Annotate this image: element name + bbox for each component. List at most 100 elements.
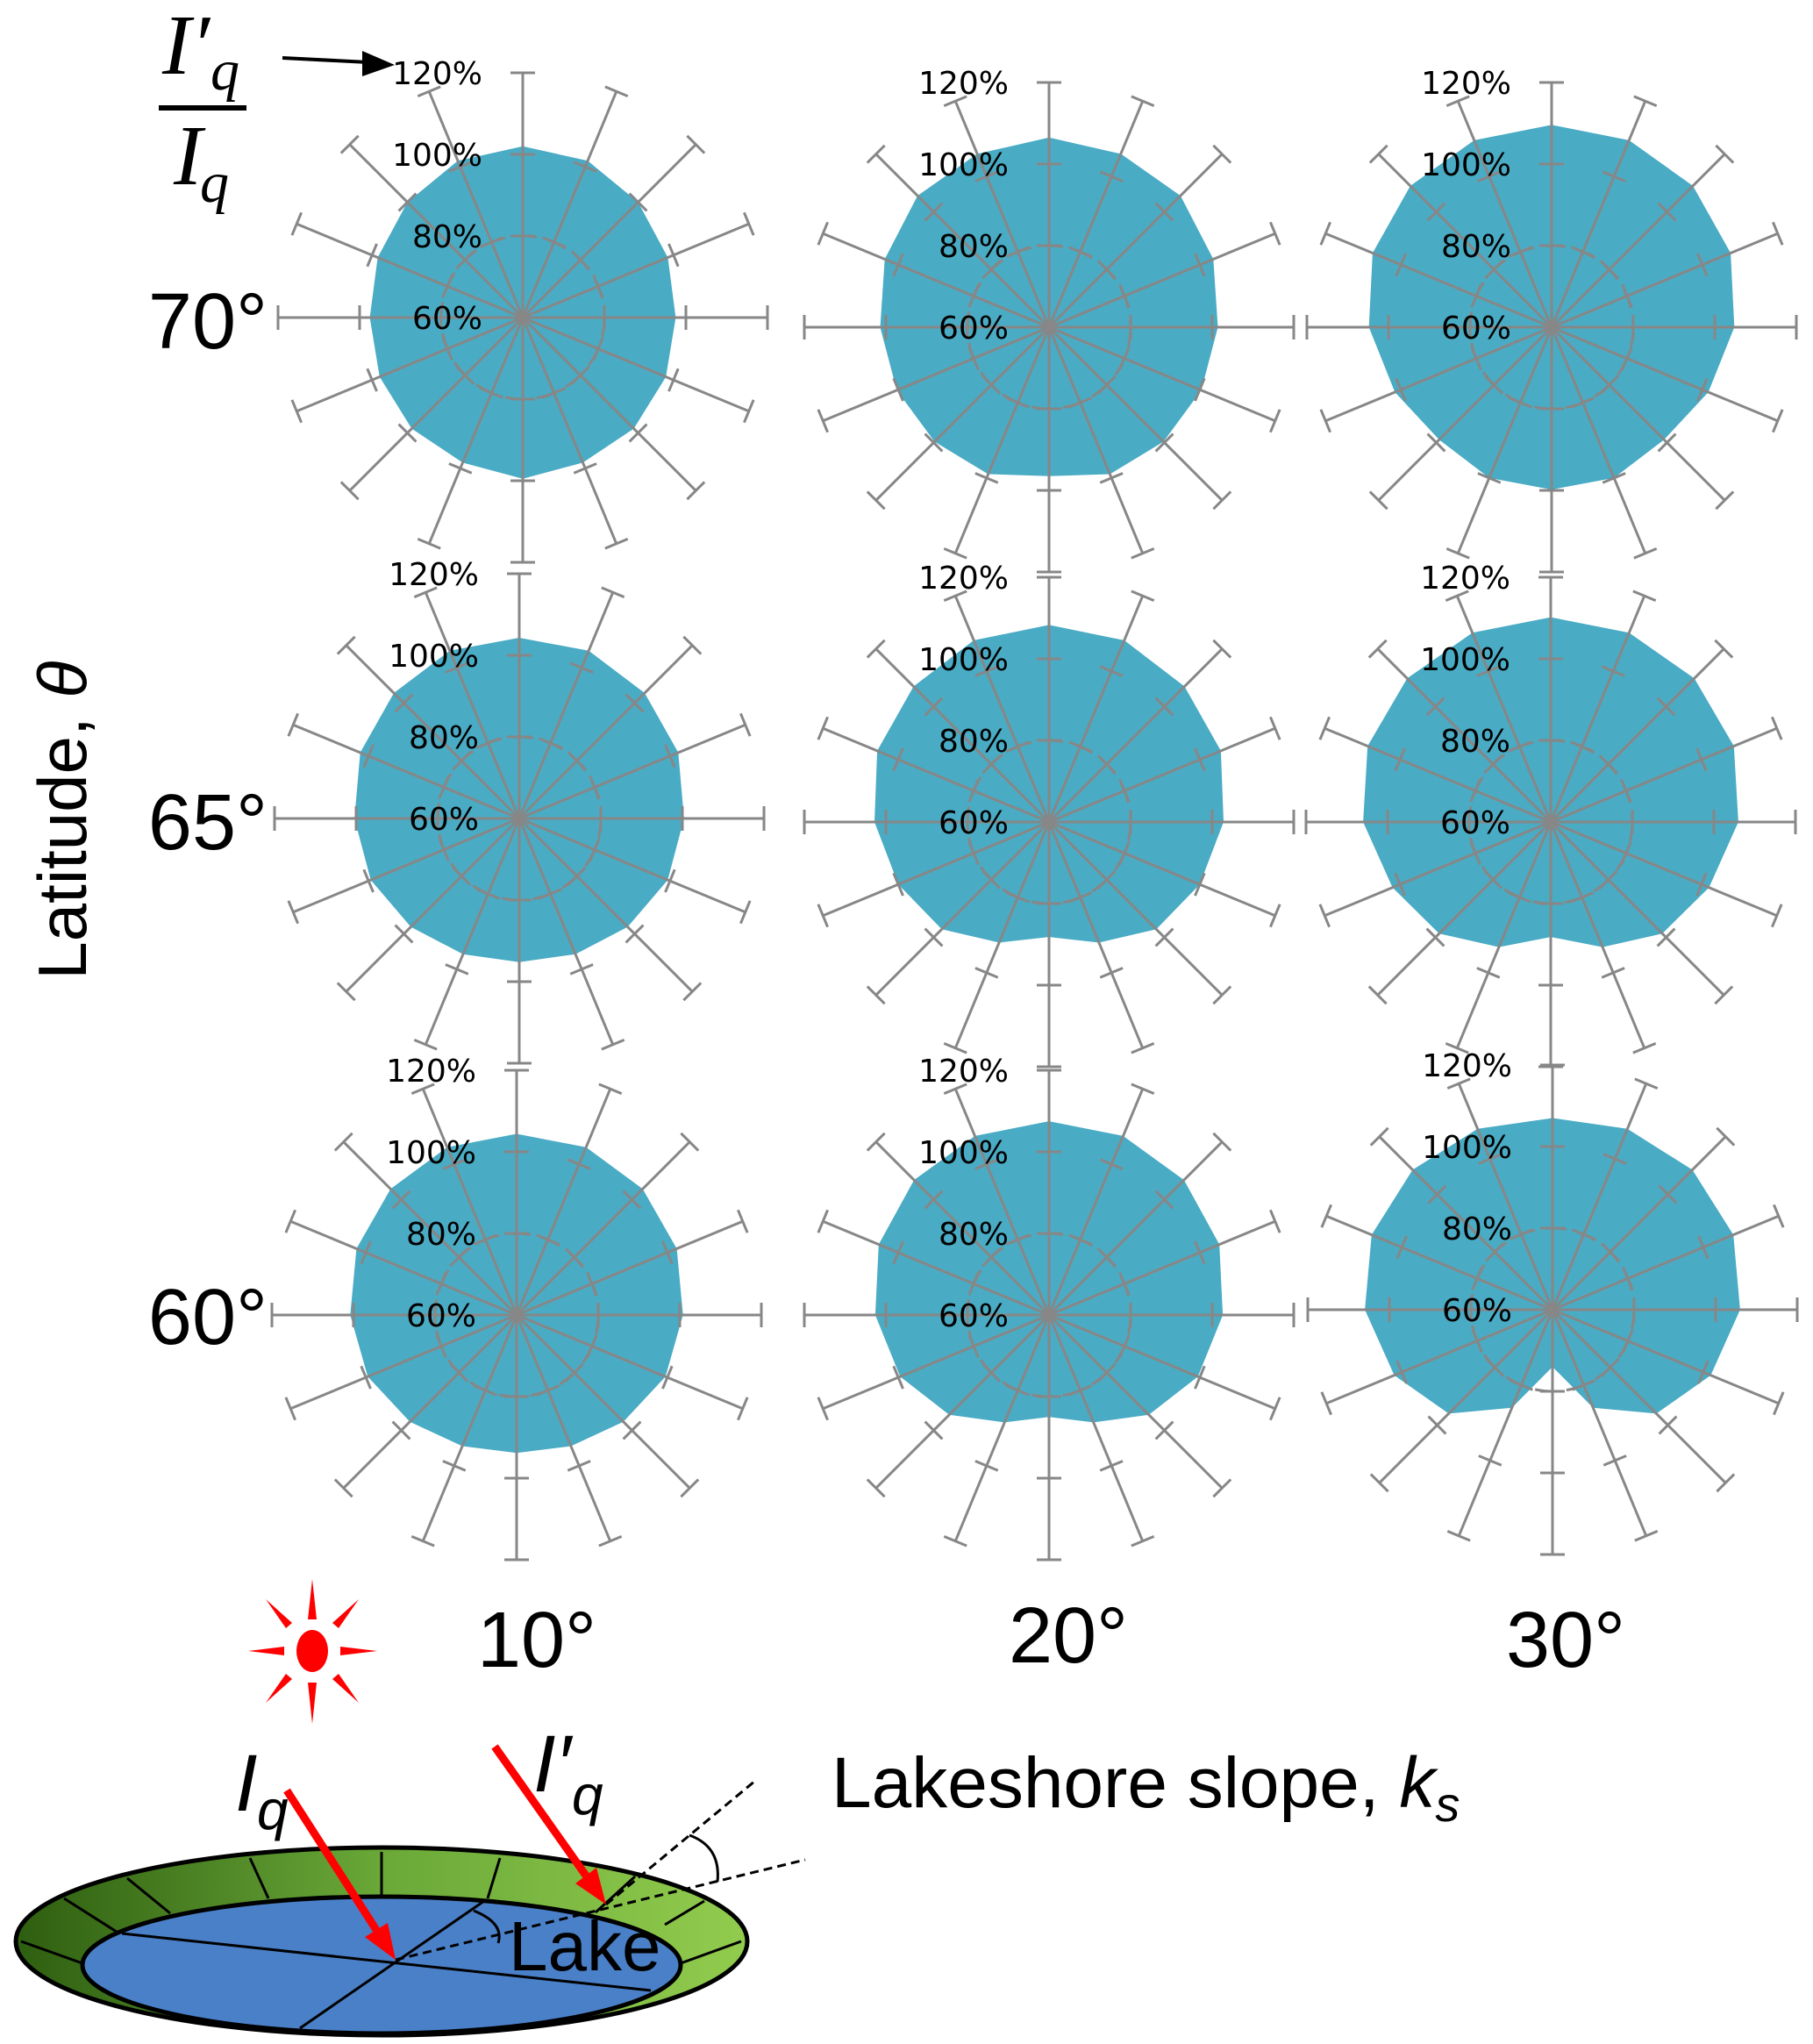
spoke-tick-120 bbox=[680, 1132, 700, 1152]
spoke-67.5 bbox=[1552, 1214, 1780, 1311]
spoke-tick-80 bbox=[1600, 1357, 1620, 1377]
spoke-135 bbox=[521, 316, 697, 492]
spoke-tick-80 bbox=[1005, 397, 1030, 409]
spoke-tick-80 bbox=[1005, 891, 1030, 904]
spoke-45 bbox=[517, 644, 694, 820]
spoke-tick-80 bbox=[1068, 397, 1093, 409]
spoke-112.5 bbox=[1550, 820, 1778, 918]
spoke-tick-80 bbox=[1096, 375, 1117, 395]
spoke-tick-80 bbox=[435, 1334, 447, 1359]
spoke-tick-120 bbox=[1320, 1391, 1332, 1416]
spoke-tick-80 bbox=[542, 236, 567, 248]
slope-radiation-label: I′ bbox=[533, 1719, 574, 1809]
spoke-tick-80 bbox=[592, 274, 604, 298]
spoke-202.5 bbox=[427, 317, 525, 545]
spoke-292.5 bbox=[822, 1219, 1050, 1317]
spoke-tick-80 bbox=[586, 1271, 598, 1296]
spoke-tick-80 bbox=[452, 866, 472, 886]
spoke-45 bbox=[515, 1140, 691, 1317]
spoke-tick-80 bbox=[449, 1362, 469, 1383]
spoke-tick-120 bbox=[1773, 1204, 1785, 1228]
spoke-tick-120 bbox=[417, 85, 441, 97]
spoke-tick-120 bbox=[417, 538, 441, 550]
spoke-tick-100 bbox=[391, 1190, 411, 1210]
spoke-tick-100 bbox=[1154, 202, 1174, 222]
spoke-tick-120 bbox=[943, 95, 967, 107]
spoke-337.5 bbox=[953, 100, 1051, 328]
spoke-tick-80 bbox=[1469, 778, 1481, 803]
r-tick-label-120: 120% bbox=[918, 66, 1009, 102]
spoke-tick-120 bbox=[1369, 1126, 1389, 1147]
spoke-tick-100 bbox=[1427, 1415, 1447, 1435]
r-tick-label-120: 120% bbox=[392, 56, 482, 92]
r-tick-label-100: 100% bbox=[918, 642, 1009, 678]
column-label-20: 20° bbox=[1009, 1592, 1128, 1680]
spoke-tick-100 bbox=[1426, 202, 1446, 222]
spoke-157.5 bbox=[1047, 821, 1145, 1049]
spoke-tick-80 bbox=[1096, 1247, 1117, 1268]
spoke-tick-120 bbox=[339, 481, 360, 501]
spoke-tick-100 bbox=[1394, 872, 1406, 897]
spoke-tick-120 bbox=[1634, 1530, 1659, 1542]
spoke-tick-80 bbox=[1621, 347, 1633, 371]
spoke-tick-120 bbox=[1446, 1077, 1471, 1090]
spoke-315 bbox=[345, 644, 521, 820]
spoke-tick-100 bbox=[625, 924, 645, 944]
spoke-tick-80 bbox=[1469, 841, 1481, 866]
radar-panel-70-30: 60%80%100%120% bbox=[1305, 66, 1798, 574]
spoke-tick-120 bbox=[1771, 716, 1783, 740]
spoke-157.5 bbox=[517, 818, 615, 1046]
spoke-tick-120 bbox=[743, 211, 755, 236]
lake-surface bbox=[80, 1894, 683, 2036]
normal-dashed-lines bbox=[395, 1779, 806, 1962]
spoke-tick-80 bbox=[1068, 740, 1093, 753]
r-tick-label-80: 80% bbox=[406, 1217, 476, 1253]
spoke-tick-100 bbox=[974, 1460, 999, 1472]
ratio-numerator: I′ bbox=[161, 0, 211, 93]
spoke-tick-80 bbox=[967, 347, 980, 371]
spoke-tick-120 bbox=[682, 635, 703, 655]
spoke-112.5 bbox=[516, 1313, 744, 1411]
spoke-22.5 bbox=[517, 591, 615, 819]
r-tick-label-100: 100% bbox=[918, 147, 1009, 183]
spoke-tick-80 bbox=[1508, 246, 1532, 258]
spoke-tick-120 bbox=[866, 985, 886, 1005]
spoke-tick-80 bbox=[1484, 375, 1504, 395]
y-axis-title-text: Latitude, bbox=[24, 698, 101, 980]
spoke-tick-100 bbox=[1099, 472, 1124, 484]
spoke-tick-100 bbox=[366, 368, 378, 392]
spoke-tick-100 bbox=[1394, 747, 1406, 772]
spoke-tick-80 bbox=[967, 1334, 980, 1359]
spoke-tick-80 bbox=[589, 775, 601, 799]
spoke-tick-100 bbox=[924, 697, 944, 717]
spoke-tick-80 bbox=[1005, 1233, 1030, 1246]
spoke-tick-80 bbox=[1096, 260, 1117, 280]
spoke-tick-80 bbox=[539, 737, 563, 749]
spoke-tick-80 bbox=[1118, 347, 1131, 371]
row-label-60: 60° bbox=[148, 1274, 268, 1361]
spoke-tick-120 bbox=[1212, 490, 1232, 511]
spoke-tick-100 bbox=[569, 963, 594, 976]
spoke-337.5 bbox=[953, 595, 1051, 823]
spoke-tick-100 bbox=[1099, 1460, 1124, 1472]
spoke-tick-80 bbox=[441, 337, 453, 361]
spoke-tick-80 bbox=[1096, 1362, 1117, 1383]
spoke-tick-120 bbox=[1367, 639, 1388, 659]
spoke-tick-120 bbox=[1368, 144, 1388, 164]
r-tick-label-60: 60% bbox=[1440, 805, 1510, 841]
spoke-tick-100 bbox=[974, 1158, 999, 1170]
y-axis-title-symbol: θ bbox=[24, 661, 101, 697]
spoke-tick-80 bbox=[967, 841, 980, 866]
spoke-tick-80 bbox=[1622, 1266, 1634, 1290]
spoke-tick-100 bbox=[1658, 1415, 1678, 1435]
spoke-tick-80 bbox=[1068, 1233, 1093, 1246]
spoke-45 bbox=[1047, 1140, 1224, 1317]
row-label-70: 70° bbox=[148, 278, 268, 366]
spoke-tick-120 bbox=[743, 399, 755, 424]
sun-icon bbox=[248, 1579, 377, 1724]
spoke-157.5 bbox=[1047, 1314, 1145, 1542]
x-axis-title-text: Lakeshore slope, bbox=[832, 1743, 1399, 1823]
spoke-135 bbox=[515, 1313, 691, 1490]
radar-panel-70-10: 60%80%100%120% bbox=[276, 56, 769, 564]
spoke-225 bbox=[342, 1313, 518, 1490]
